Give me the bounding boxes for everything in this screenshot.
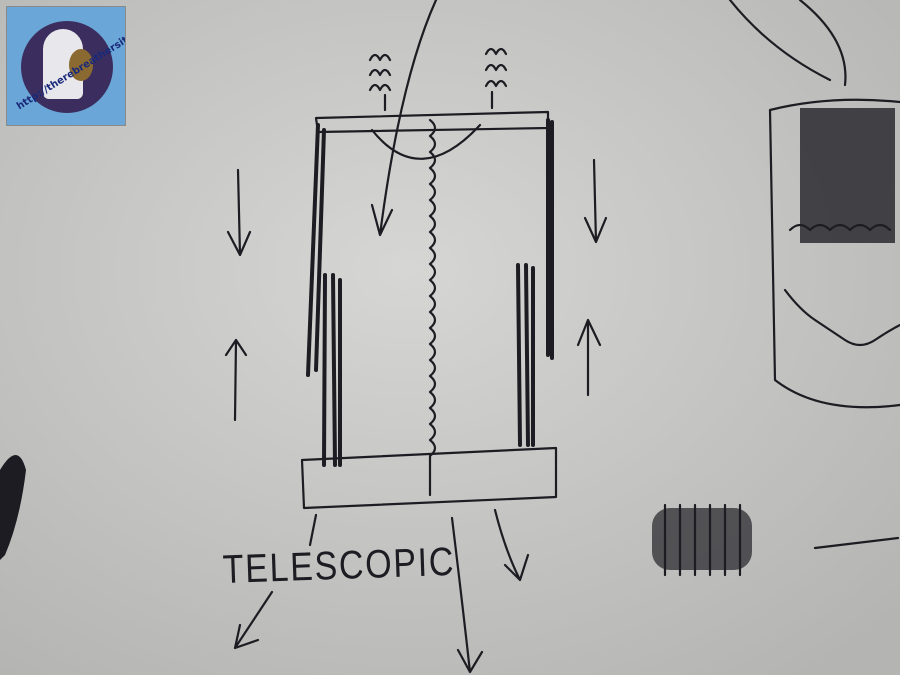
helmet-viewport-icon (69, 49, 93, 81)
motion-arrows (224, 158, 608, 674)
telescopic-cylinder (300, 0, 558, 510)
edge-mark (0, 455, 26, 560)
telescopic-label: TELESCOPIC (222, 539, 456, 592)
side-canister (728, 0, 900, 550)
spring (428, 118, 437, 497)
site-logo: http://therebreathersite.nl (6, 6, 126, 126)
coil-sketch (652, 503, 752, 577)
